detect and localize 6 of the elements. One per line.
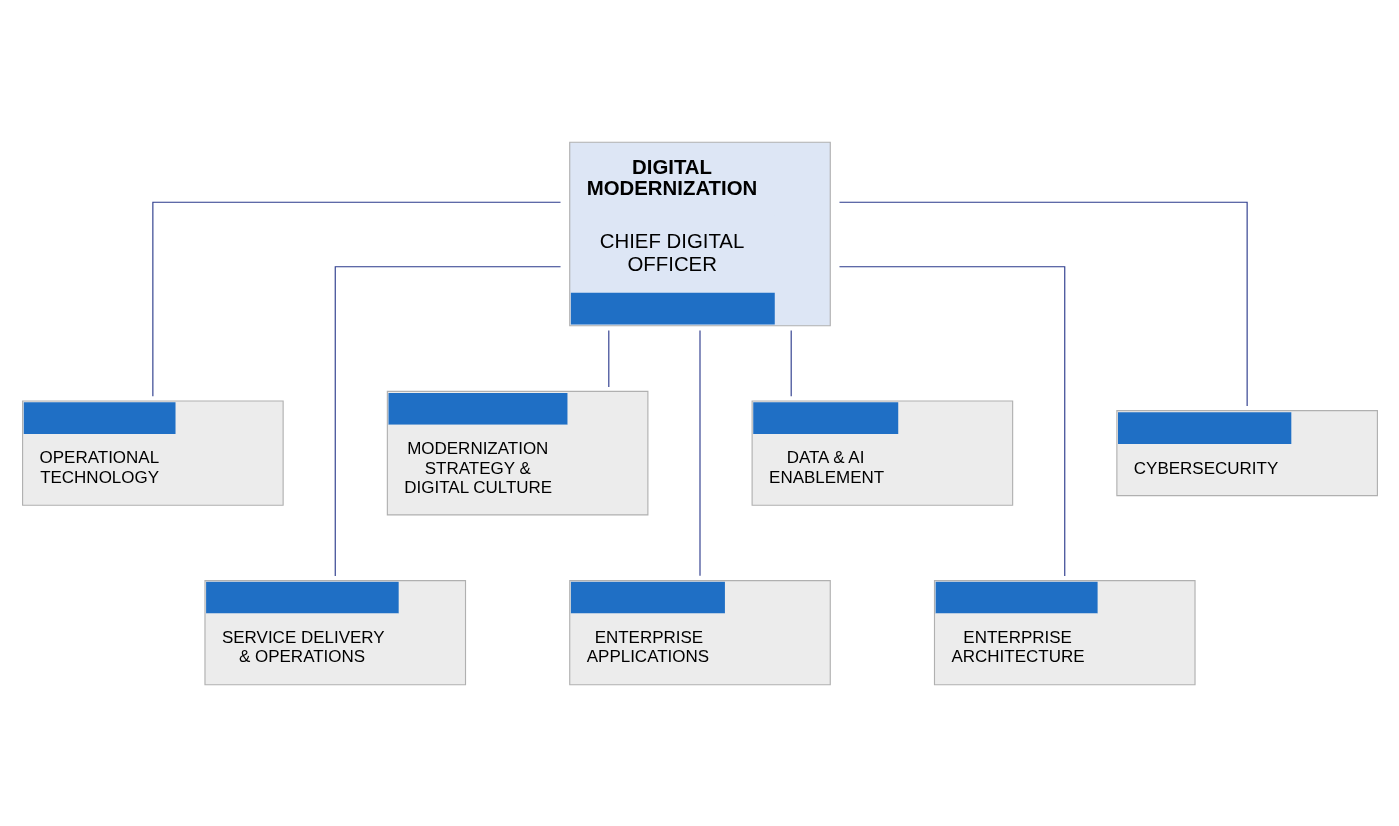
connector [151,201,561,397]
connector [838,265,1065,576]
connector [334,265,561,576]
connector [790,329,792,397]
connector [607,329,609,387]
connector [838,201,1248,407]
